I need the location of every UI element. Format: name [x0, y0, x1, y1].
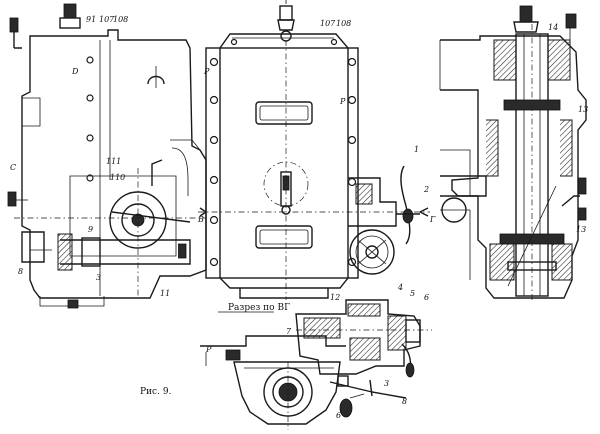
- right-section-view: [439, 5, 587, 300]
- side-view: [7, 3, 207, 309]
- side-bolts: [86, 56, 94, 182]
- label-91: 91: [86, 15, 96, 24]
- handwheel-front: [349, 229, 395, 275]
- label-8: 8: [18, 267, 23, 276]
- label-107b: 107: [320, 19, 336, 28]
- label-B: B: [197, 215, 204, 224]
- oil-cup-icon: [63, 3, 77, 19]
- label-13a: 13: [578, 105, 588, 114]
- label-2: 2: [423, 185, 429, 194]
- label-6: 6: [424, 293, 429, 302]
- lever-handle: [400, 165, 411, 245]
- label-108a: 108: [113, 15, 128, 24]
- label-6b: 6: [336, 411, 341, 420]
- upper-window: [255, 101, 313, 125]
- section-title: Разрез по ВГ: [228, 303, 290, 313]
- label-P2: P: [339, 97, 346, 106]
- lower-window: [255, 225, 313, 249]
- label-3b: 3: [384, 379, 389, 388]
- label-3: 3: [96, 273, 101, 282]
- label-107a: 107: [99, 15, 115, 24]
- breather-icon: [9, 17, 19, 33]
- section-view: [200, 299, 432, 430]
- label-G: Г: [429, 215, 436, 224]
- front-view: [198, 0, 430, 300]
- label-P1: P: [203, 67, 210, 76]
- label-P3: P: [205, 345, 212, 354]
- label-D: D: [71, 67, 79, 76]
- label-11: 11: [160, 289, 170, 298]
- lower-knob-icon: [339, 398, 353, 418]
- label-7: 7: [286, 327, 292, 336]
- label-C: C: [10, 163, 16, 172]
- label-5: 5: [410, 289, 415, 298]
- label-14: 14: [548, 23, 558, 32]
- label-9: 9: [88, 225, 93, 234]
- label-4: 4: [397, 283, 403, 292]
- label-110: 110: [110, 173, 125, 182]
- label-13b: 13: [576, 225, 586, 234]
- label-8b: 8: [402, 397, 407, 406]
- figure-caption: Рис. 9.: [140, 387, 172, 397]
- label-1: 1: [414, 145, 419, 154]
- flange-bolts: [209, 38, 357, 267]
- label-12: 12: [330, 293, 340, 302]
- part-labels: 91 107 108 107 108 D P P P C 111 110 9 8…: [10, 15, 588, 420]
- label-111: 111: [106, 157, 121, 166]
- label-108b: 108: [336, 19, 351, 28]
